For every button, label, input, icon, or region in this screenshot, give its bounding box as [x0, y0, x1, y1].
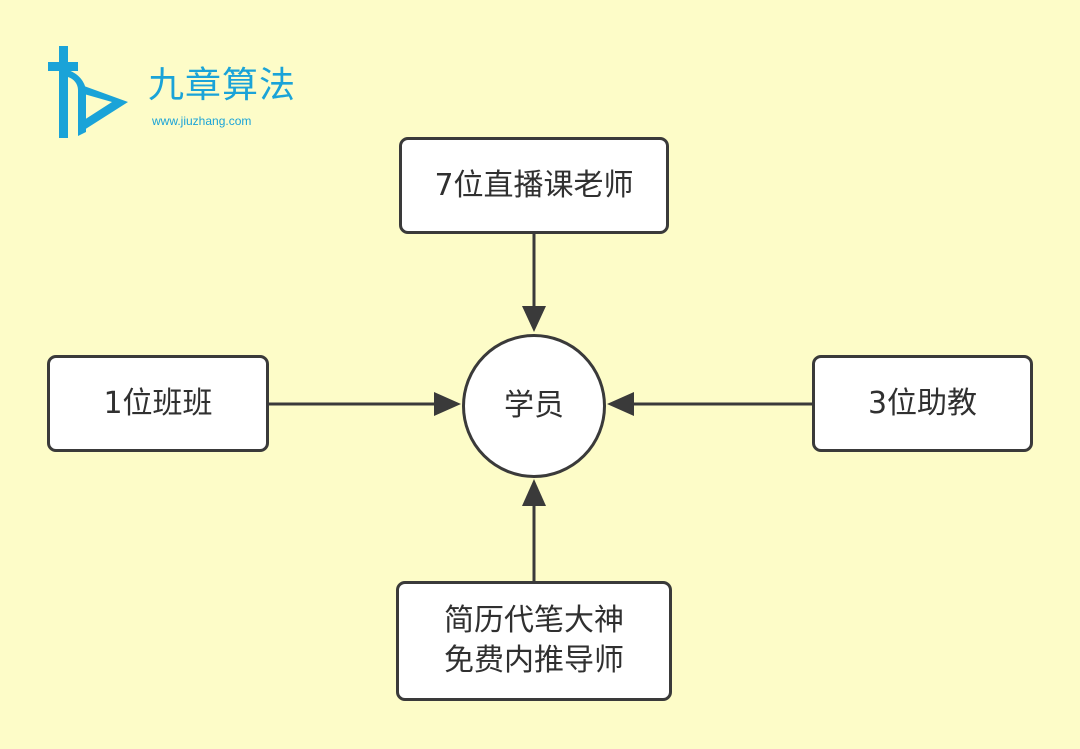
arrowhead-left [434, 392, 461, 416]
arrowhead-top [522, 306, 546, 332]
arrowhead-bottom [522, 479, 546, 506]
node-label: 3位助教 [867, 385, 978, 421]
logo-name: 九章算法 [148, 65, 297, 106]
logo: 九章算法 www.jiuzhang.com [48, 46, 328, 146]
node-resume-referral-mentors: 简历代笔大神 免费内推导师 [396, 581, 672, 701]
jiuzhang-logo-icon [48, 46, 128, 138]
node-label: 7位直播课老师 [434, 167, 634, 203]
node-student-center: 学员 [462, 334, 606, 478]
node-teaching-assistants: 3位助教 [812, 355, 1033, 452]
logo-url: www.jiuzhang.com [152, 114, 252, 128]
node-label: 1位班班 [103, 385, 213, 421]
node-label-line-2: 免费内推导师 [444, 643, 624, 678]
node-label-line-1: 简历代笔大神 [444, 603, 624, 638]
arrowhead-right [607, 392, 634, 416]
node-label: 学员 [504, 388, 564, 423]
node-live-teachers: 7位直播课老师 [399, 137, 669, 234]
node-class-monitor: 1位班班 [47, 355, 269, 452]
